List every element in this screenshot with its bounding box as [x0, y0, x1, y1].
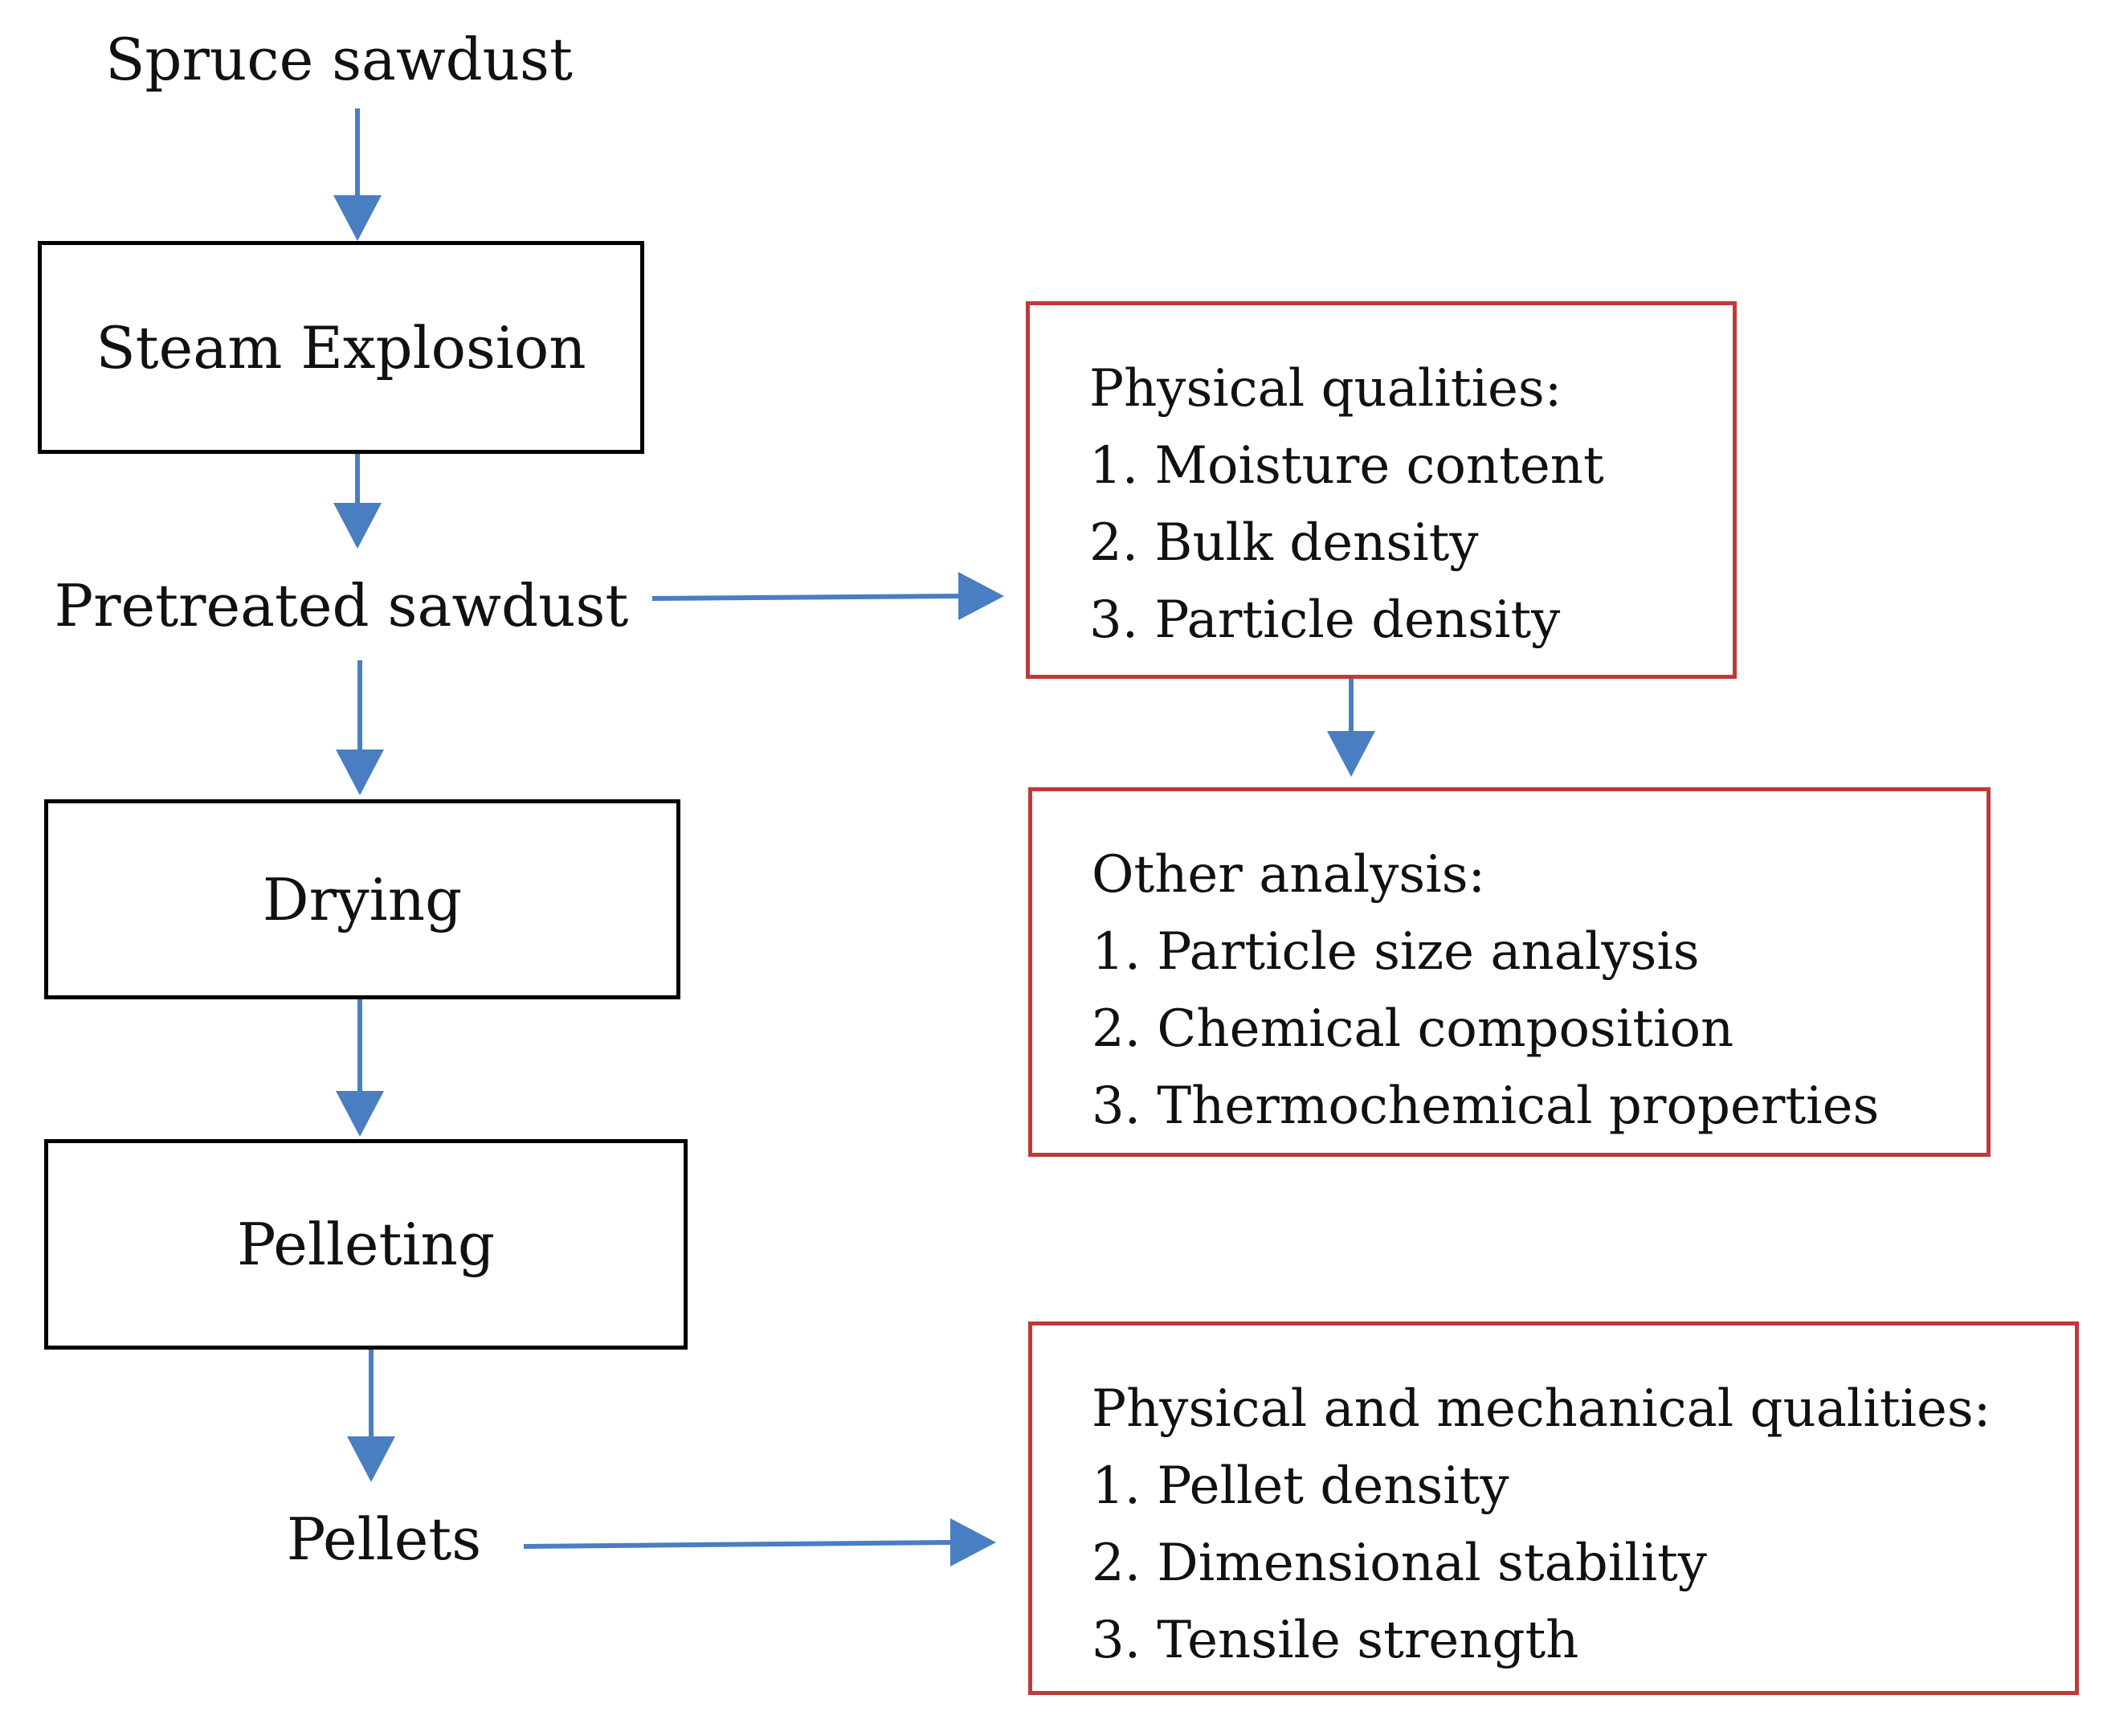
other-analysis-heading: Other analysis:: [1092, 845, 1486, 905]
output-label: Pellets: [286, 1505, 482, 1573]
step-steam-explosion: Steam Explosion: [38, 241, 644, 454]
arrowhead-steam-to-pretreated: [333, 503, 382, 549]
mechanical-qualities-heading: Physical and mechanical qualities:: [1092, 1379, 1991, 1439]
step-drying-label: Drying: [262, 865, 463, 933]
other-analysis-box: Other analysis: 1. Particle size analysi…: [1028, 787, 1991, 1157]
mechanical-qualities-item: 3. Tensile strength: [1092, 1611, 1579, 1670]
step-drying: Drying: [44, 799, 680, 999]
arrowhead-drying-to-pelleting: [336, 1091, 384, 1137]
arrowhead-pellets-to-mechanical: [950, 1518, 996, 1566]
arrow-pellets-to-mechanical: [523, 1540, 953, 1549]
physical-qualities-box: Physical qualities: 1. Moisture content …: [1026, 301, 1737, 679]
other-analysis-item: 2. Chemical composition: [1092, 999, 1734, 1059]
other-analysis-item: 3. Thermochemical properties: [1092, 1076, 1880, 1136]
input-label: Spruce sawdust: [105, 26, 573, 93]
arrow-pretreated-to-physical: [651, 594, 961, 601]
step-steam-explosion-label: Steam Explosion: [96, 313, 586, 382]
physical-qualities-item: 3. Particle density: [1089, 590, 1561, 650]
arrowhead-pretreated-to-drying: [336, 750, 384, 795]
step-pelleting: Pelleting: [44, 1139, 688, 1350]
mechanical-qualities-item: 1. Pellet density: [1092, 1456, 1509, 1516]
arrowhead-sawdust-to-steam: [333, 195, 382, 241]
arrowhead-pretreated-to-physical: [958, 572, 1004, 620]
other-analysis-item: 1. Particle size analysis: [1092, 922, 1700, 982]
arrowhead-physical-to-other: [1327, 731, 1375, 777]
mechanical-qualities-box: Physical and mechanical qualities: 1. Pe…: [1028, 1321, 2079, 1695]
physical-qualities-heading: Physical qualities:: [1089, 359, 1562, 419]
physical-qualities-item: 2. Bulk density: [1089, 513, 1479, 573]
arrowhead-pelleting-to-pellets: [347, 1436, 395, 1482]
step-pelleting-label: Pelleting: [237, 1211, 495, 1278]
pretreated-label: Pretreated sawdust: [54, 572, 629, 639]
mechanical-qualities-item: 2. Dimensional stability: [1092, 1534, 1707, 1593]
physical-qualities-item: 1. Moisture content: [1089, 436, 1604, 496]
